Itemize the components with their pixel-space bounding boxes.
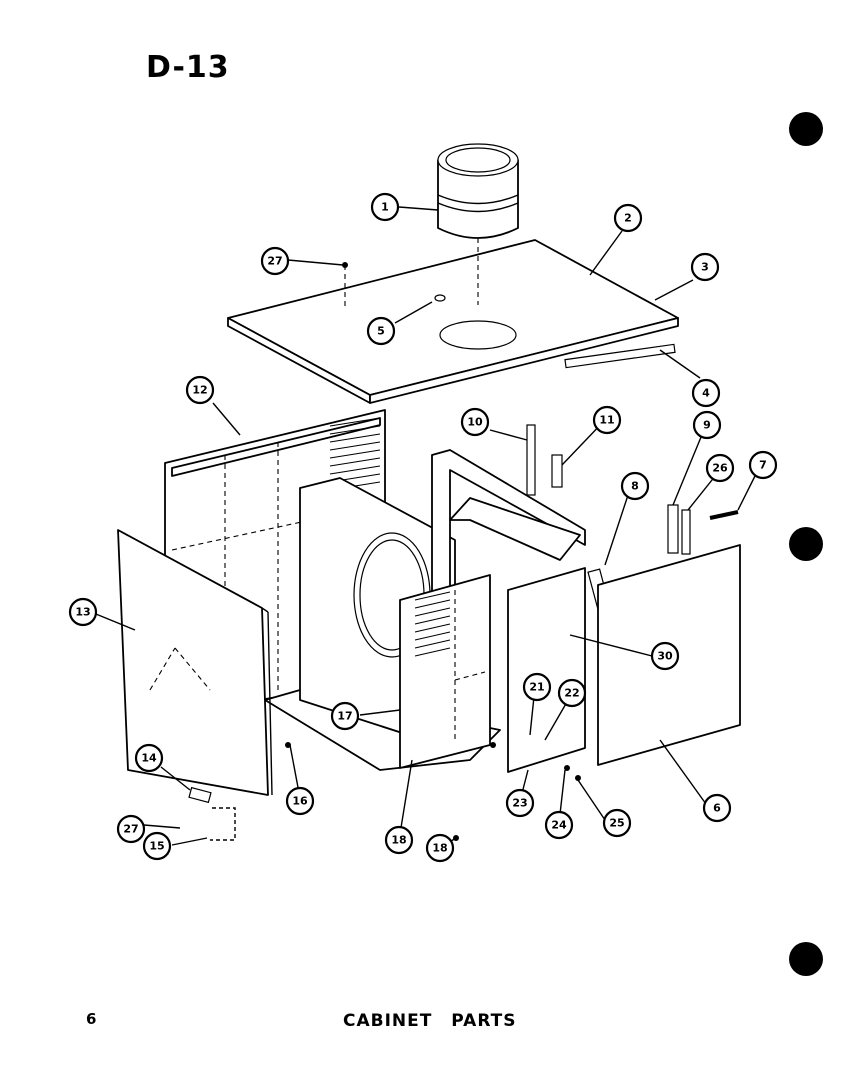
clip-14-drawing [188, 786, 212, 804]
svg-text:7: 7 [759, 459, 767, 472]
left-side-panel-drawing [117, 529, 273, 796]
svg-text:4: 4 [702, 387, 710, 400]
callout-15: 15 [142, 831, 172, 861]
binder-hole-bottom [789, 942, 823, 976]
collar-drawing [437, 143, 519, 239]
callout-13: 13 [68, 597, 98, 627]
gasket-26-drawing [681, 509, 691, 555]
callout-3: 3 [690, 252, 720, 282]
callout-10: 10 [460, 407, 490, 437]
callout-14: 14 [134, 743, 164, 773]
callout-25: 25 [602, 808, 632, 838]
svg-text:26: 26 [712, 462, 728, 475]
bracket-9-drawing [667, 504, 679, 554]
spring-7-drawing [709, 510, 739, 520]
binder-hole-middle [789, 527, 823, 561]
fastener-path-drawing [210, 807, 236, 841]
callout-22: 22 [557, 678, 587, 708]
callout-9: 9 [692, 410, 722, 440]
screw-27-top-drawing [342, 262, 348, 268]
svg-text:18: 18 [432, 842, 447, 855]
callout-11: 11 [592, 405, 622, 435]
svg-text:21: 21 [529, 681, 544, 694]
callout-12: 12 [185, 375, 215, 405]
svg-text:17: 17 [337, 710, 352, 723]
inner-panel-drawing [449, 497, 581, 561]
svg-text:13: 13 [75, 606, 90, 619]
svg-text:10: 10 [467, 416, 483, 429]
top-panel-drawing [227, 238, 679, 404]
svg-text:5: 5 [377, 325, 385, 338]
svg-text:24: 24 [551, 819, 567, 832]
svg-text:1: 1 [381, 201, 389, 214]
svg-text:6: 6 [713, 802, 721, 815]
svg-text:11: 11 [599, 414, 614, 427]
callout-30: 30 [650, 641, 680, 671]
svg-text:2: 2 [624, 212, 632, 225]
callout-21: 21 [522, 672, 552, 702]
callout-27-bottom: 27 [116, 814, 146, 844]
callout-4: 4 [691, 378, 721, 408]
callout-23: 23 [505, 788, 535, 818]
screw-16-drawing [285, 742, 291, 748]
callout-5: 5 [366, 316, 396, 346]
front-panel-30-drawing [507, 567, 586, 773]
svg-text:8: 8 [631, 480, 639, 493]
svg-text:30: 30 [657, 650, 673, 663]
callout-18: 18 [384, 825, 414, 855]
svg-text:27: 27 [267, 255, 282, 268]
washer-25-drawing [575, 775, 581, 781]
front-grille-panel-drawing [399, 574, 491, 769]
callout-18b: 18 [425, 833, 455, 863]
bracket-11-drawing [551, 454, 563, 488]
svg-text:14: 14 [141, 752, 157, 765]
diagram-title: D-13 [146, 50, 230, 85]
binder-hole-top [789, 112, 823, 146]
svg-text:23: 23 [512, 797, 527, 810]
bracket-10-drawing [526, 424, 536, 496]
svg-text:16: 16 [292, 795, 308, 808]
screw-18b-drawing [490, 742, 496, 748]
callout-7: 7 [748, 450, 778, 480]
svg-text:12: 12 [192, 384, 207, 397]
callout-26: 26 [705, 453, 735, 483]
callout-27-top: 27 [260, 246, 290, 276]
svg-text:22: 22 [564, 687, 579, 700]
callout-2: 2 [613, 203, 643, 233]
callout-16: 16 [285, 786, 315, 816]
page-number: 6 [86, 1010, 97, 1028]
svg-text:27: 27 [123, 823, 138, 836]
callout-8: 8 [620, 471, 650, 501]
callout-17: 17 [330, 701, 360, 731]
svg-text:3: 3 [701, 261, 709, 274]
svg-text:25: 25 [609, 817, 624, 830]
svg-text:18: 18 [391, 834, 406, 847]
svg-text:15: 15 [149, 840, 164, 853]
nut-24-drawing [564, 765, 570, 771]
callout-24: 24 [544, 810, 574, 840]
diagram-caption: CABINET PARTS [343, 1011, 517, 1031]
callout-1: 1 [370, 192, 400, 222]
svg-text:9: 9 [703, 419, 711, 432]
callout-6: 6 [702, 793, 732, 823]
